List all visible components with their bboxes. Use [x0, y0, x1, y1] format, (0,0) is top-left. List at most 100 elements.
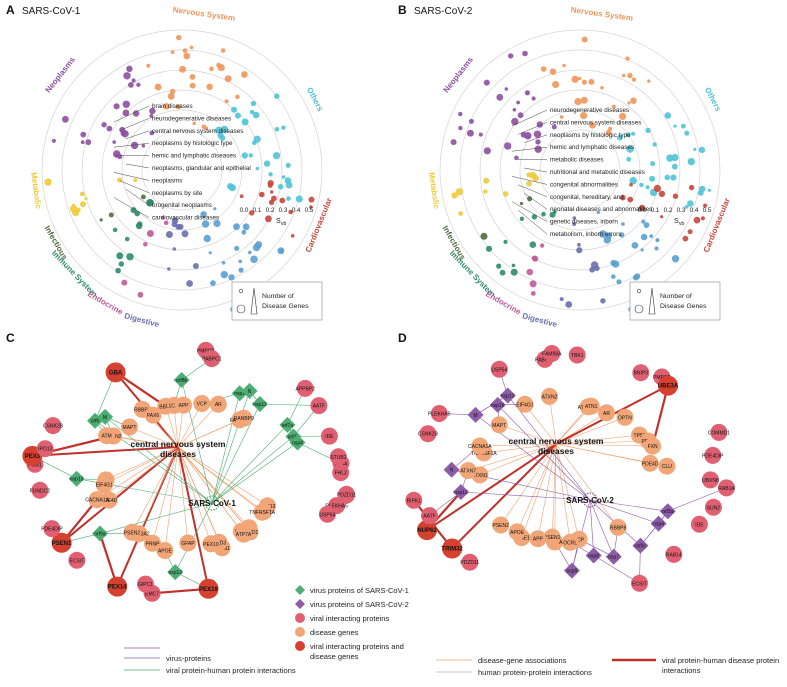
disease-dot	[218, 64, 225, 71]
axis-tick: 0.3	[677, 207, 686, 214]
node-label: FHL2	[335, 471, 347, 477]
disease-dot	[225, 99, 229, 103]
annotation-leader	[126, 131, 149, 139]
disease-dot	[171, 50, 175, 54]
disease-dot	[688, 158, 695, 165]
disease-dot	[249, 153, 253, 157]
node-label: PDE4D	[642, 461, 659, 467]
disease-dot	[649, 234, 653, 238]
annotation-label: neoplasms by histologic type	[550, 132, 631, 139]
legend-label: virus proteins of SARS-CoV-1	[310, 586, 409, 595]
node-label: SUN2	[707, 505, 721, 511]
node-label: IDE	[695, 522, 704, 528]
disease-dot	[520, 217, 524, 221]
disease-dot	[170, 89, 175, 94]
disease-dot	[560, 297, 564, 301]
node-label: OPTN	[618, 415, 632, 421]
disease-dot	[268, 183, 273, 188]
disease-dot	[286, 163, 291, 168]
disease-dot	[627, 101, 630, 104]
disease-dot	[504, 142, 511, 149]
legend-label: viral interacting proteins and	[310, 642, 404, 651]
disease-dot	[235, 113, 241, 119]
disease-dot	[708, 189, 711, 192]
disease-dot	[629, 183, 633, 187]
disease-dot	[500, 270, 506, 276]
annotation-label: neurodegenerative diseases	[152, 115, 231, 122]
node-label: nsp7	[608, 555, 619, 561]
annotation-label: congenital abnormalities	[550, 181, 618, 188]
disease-dot	[532, 256, 537, 261]
node-label: PSEN2	[124, 530, 141, 536]
node-label: ATN1	[585, 404, 598, 410]
disease-dot	[600, 86, 604, 90]
disease-dot	[231, 107, 237, 113]
disease-dot	[227, 183, 234, 190]
disease-dot	[530, 280, 537, 287]
disease-dot	[481, 233, 488, 240]
disease-dot	[136, 223, 143, 230]
disease-dot	[534, 131, 541, 138]
disease-dot	[178, 224, 184, 230]
legend: virus proteins of SARS-CoV-1 virus protei…	[124, 585, 779, 677]
disease-dot	[581, 97, 588, 104]
disease-dot	[684, 131, 689, 136]
disease-dot	[512, 264, 516, 268]
axis-tick: 0.2	[266, 207, 275, 214]
disease-dot	[296, 196, 303, 203]
disease-dot	[81, 140, 85, 144]
disease-dot	[186, 280, 193, 287]
disease-dot	[594, 266, 599, 271]
disease-dot	[665, 175, 671, 181]
disease-dot	[672, 255, 679, 262]
disease-dot	[694, 217, 701, 224]
annotation-label: cardiovascular diseases	[152, 215, 219, 222]
disease-dot	[84, 197, 87, 200]
node-label: orf8b	[176, 378, 188, 384]
category-label: Nervous System	[570, 5, 633, 23]
node-label: RANBP9	[234, 416, 254, 422]
disease-dot	[251, 101, 256, 106]
disease-dot	[279, 198, 285, 204]
disease-dot	[234, 246, 239, 251]
disease-dot	[632, 242, 639, 249]
disease-dot	[264, 160, 270, 166]
axis-tick: 0.2	[664, 207, 673, 214]
node-label: RIPK1	[407, 498, 422, 504]
disease-dot	[653, 142, 657, 146]
disease-dot	[647, 79, 650, 82]
disease-dot	[240, 194, 244, 198]
disease-dot	[141, 195, 146, 200]
legend-label: disease genes	[310, 652, 359, 661]
disease-dot	[128, 82, 134, 88]
legend-label: virus proteins of SARS-CoV-2	[310, 600, 409, 609]
disease-hub-label: diseases	[538, 446, 574, 456]
disease-dot	[689, 185, 694, 190]
category-label: Endocrine	[86, 289, 125, 317]
disease-dot	[483, 178, 489, 184]
disease-dot	[134, 211, 140, 217]
node-label: nsp4	[292, 441, 303, 447]
disease-dot	[699, 147, 705, 153]
disease-dot	[309, 197, 315, 203]
disease-dot	[532, 96, 536, 100]
node-label: PEX3	[25, 454, 41, 460]
disease-dot	[654, 185, 661, 192]
category-label: Digestive	[123, 311, 160, 329]
disease-dot	[70, 205, 77, 212]
disease-dot	[608, 127, 612, 131]
disease-dot	[632, 77, 636, 81]
node-label: PRNP	[146, 541, 161, 547]
disease-dot	[588, 79, 594, 85]
node-label: PDE4DIP	[702, 453, 724, 459]
disease-dot	[458, 126, 462, 130]
disease-dot	[256, 167, 260, 171]
legend-swatch-circle	[295, 627, 305, 637]
node-label: nsp13	[501, 394, 515, 400]
category-label: Neoplasms	[44, 55, 78, 95]
annotation-label: neoplasms, glandular and epithelial	[152, 165, 251, 172]
disease-dot	[254, 136, 261, 143]
